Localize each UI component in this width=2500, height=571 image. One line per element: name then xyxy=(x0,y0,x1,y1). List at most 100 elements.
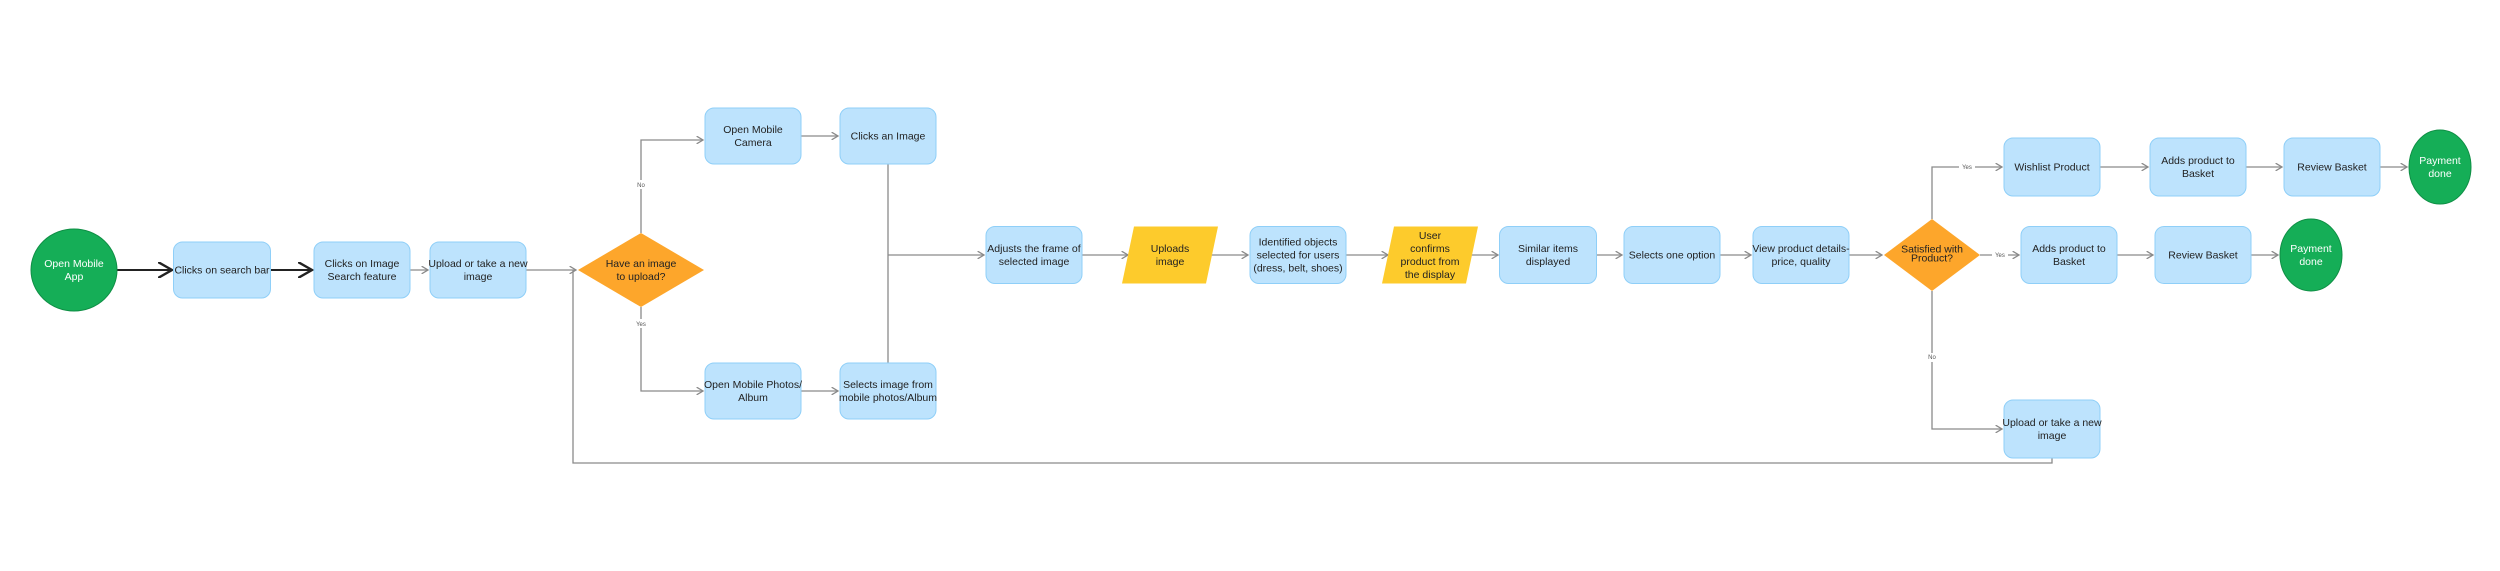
process-shape xyxy=(839,107,937,165)
node-photos: Open Mobile Photos/Album xyxy=(704,362,802,420)
node-label: Open Mobile xyxy=(44,258,104,270)
process-shape xyxy=(2003,137,2101,197)
node-search-bar: Clicks on search bar xyxy=(173,241,271,299)
node-label: Wishlist Product xyxy=(2014,162,2089,174)
node-label: Review Basket xyxy=(2297,162,2367,174)
node-label: App xyxy=(65,271,84,283)
process-shape xyxy=(704,362,802,420)
node-label: displayed xyxy=(1526,256,1571,268)
node-label: Have an image xyxy=(606,258,677,270)
label-no: No xyxy=(1928,355,1936,361)
process-shape xyxy=(1752,226,1850,284)
node-label: Satisfied with xyxy=(1901,244,1963,256)
node-label: Search feature xyxy=(328,271,397,283)
connectors xyxy=(117,136,2407,464)
node-label: to upload? xyxy=(616,271,665,283)
node-label: Open Mobile xyxy=(723,124,783,136)
node-label: Adds product to xyxy=(2032,243,2106,255)
process-shape xyxy=(2020,226,2118,284)
node-label: selected for users xyxy=(1257,250,1340,262)
node-label: price, quality xyxy=(1772,256,1832,268)
io-shape xyxy=(1382,226,1478,284)
node-label: Payment xyxy=(2290,243,2332,255)
node-label: Identified objects xyxy=(1259,237,1338,249)
label-yes: Yes xyxy=(636,322,646,328)
node-label: Payment xyxy=(2419,155,2461,167)
node-label: done xyxy=(2428,168,2452,180)
node-label: mobile photos/Album xyxy=(839,392,937,404)
label-no: No xyxy=(637,183,645,189)
node-label: Upload or take a new xyxy=(428,258,528,270)
io-shape xyxy=(1122,226,1218,284)
process-shape xyxy=(1249,226,1347,284)
node-label: image xyxy=(464,271,493,283)
process-shape xyxy=(839,362,937,420)
node-review-top: Review Basket xyxy=(2283,137,2381,197)
label-yes: Yes xyxy=(1962,165,1972,171)
process-shape xyxy=(1623,226,1721,284)
node-label: product from xyxy=(1401,256,1460,268)
node-label: Camera xyxy=(734,137,772,149)
node-label: Basket xyxy=(2053,256,2085,268)
process-shape xyxy=(2003,399,2101,459)
node-label: Clicks on Image xyxy=(325,258,400,270)
node-label: the display xyxy=(1405,269,1456,281)
process-shape xyxy=(704,107,802,165)
node-label: Selects one option xyxy=(1629,250,1716,262)
node-label: selected image xyxy=(999,256,1070,268)
node-label: image xyxy=(2038,430,2067,442)
node-label: Similar items xyxy=(1518,243,1578,255)
node-label: Selects image from xyxy=(843,379,933,391)
terminal-shape xyxy=(2408,129,2472,205)
node-label: Clicks on search bar xyxy=(174,265,270,277)
node-select-option: Selects one option xyxy=(1623,226,1721,284)
node-clicks-image: Clicks an Image xyxy=(839,107,937,165)
node-wishlist: Wishlist Product xyxy=(2003,137,2101,197)
node-label: Album xyxy=(738,392,768,404)
node-review-mid: Review Basket xyxy=(2154,226,2252,284)
node-label: Basket xyxy=(2182,168,2214,180)
node-label: Open Mobile Photos/ xyxy=(704,379,802,391)
process-shape xyxy=(313,241,411,299)
node-label: View product details- xyxy=(1752,243,1850,255)
process-shape xyxy=(2283,137,2381,197)
node-view-details: View product details-price, quality xyxy=(1752,226,1850,284)
edge-labels: No Yes Yes Yes No xyxy=(633,162,2008,362)
node-label: Adjusts the frame of xyxy=(987,243,1080,255)
node-label: Adds product to xyxy=(2161,155,2235,167)
process-shape xyxy=(2154,226,2252,284)
node-label: Review Basket xyxy=(2168,250,2238,262)
node-label: Uploads xyxy=(1151,243,1190,255)
label-yes: Yes xyxy=(1995,253,2005,259)
process-shape xyxy=(1499,226,1597,284)
node-label: Clicks an Image xyxy=(851,131,926,143)
node-label: done xyxy=(2299,256,2323,268)
process-shape xyxy=(985,226,1083,284)
node-label: (dress, belt, shoes) xyxy=(1253,263,1342,275)
process-shape xyxy=(2149,137,2247,197)
node-label: confirms xyxy=(1410,243,1450,255)
decision-shape xyxy=(1884,219,1980,291)
terminal-shape xyxy=(2279,218,2343,292)
node-label: Upload or take a new xyxy=(2002,417,2102,429)
node-label: User xyxy=(1419,230,1442,242)
decision-shape xyxy=(578,233,704,307)
